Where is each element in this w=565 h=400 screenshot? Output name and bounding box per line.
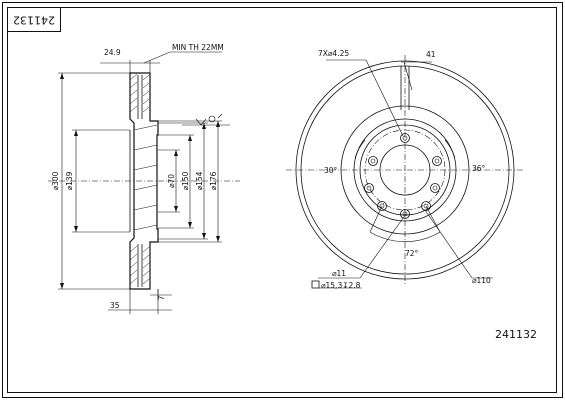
- dim-41: 41: [426, 50, 436, 59]
- dim-holes: 7X⌀4.25: [318, 49, 349, 58]
- dim-offset: 7: [157, 295, 166, 300]
- title-part-code: 241132: [13, 14, 55, 27]
- front-view: [286, 55, 525, 289]
- dim-d70: ⌀70: [167, 174, 176, 188]
- dim-pcd: ⌀110: [472, 276, 491, 285]
- dim-spot: ⌀15,3↧2.8: [321, 281, 361, 290]
- spot-face-symbol-box: [311, 280, 320, 289]
- bolt-holes: [364, 133, 442, 219]
- angle-36: 36°: [472, 164, 486, 173]
- title-code-box: 241132: [7, 7, 61, 32]
- bottom-part-code: 241132: [495, 328, 537, 341]
- dim-min-thickness: MIN TH 22MM: [172, 43, 224, 52]
- angle-72: 72°: [405, 249, 419, 258]
- dim-outer-diameter: ⌀300: [51, 171, 60, 190]
- dim-d176: ⌀176: [209, 171, 218, 190]
- dim-d150: ⌀150: [181, 171, 190, 190]
- dim-height: 35: [110, 301, 120, 310]
- angle-30: 30°: [324, 166, 338, 175]
- dim-thickness: 24.9: [104, 48, 121, 57]
- dim-bore-diameter: ⌀139: [65, 171, 74, 190]
- dim-d154: ⌀154: [195, 171, 204, 190]
- dim-d11: ⌀11: [332, 269, 346, 278]
- inner-frame: [7, 7, 557, 393]
- side-section-view: [48, 51, 240, 314]
